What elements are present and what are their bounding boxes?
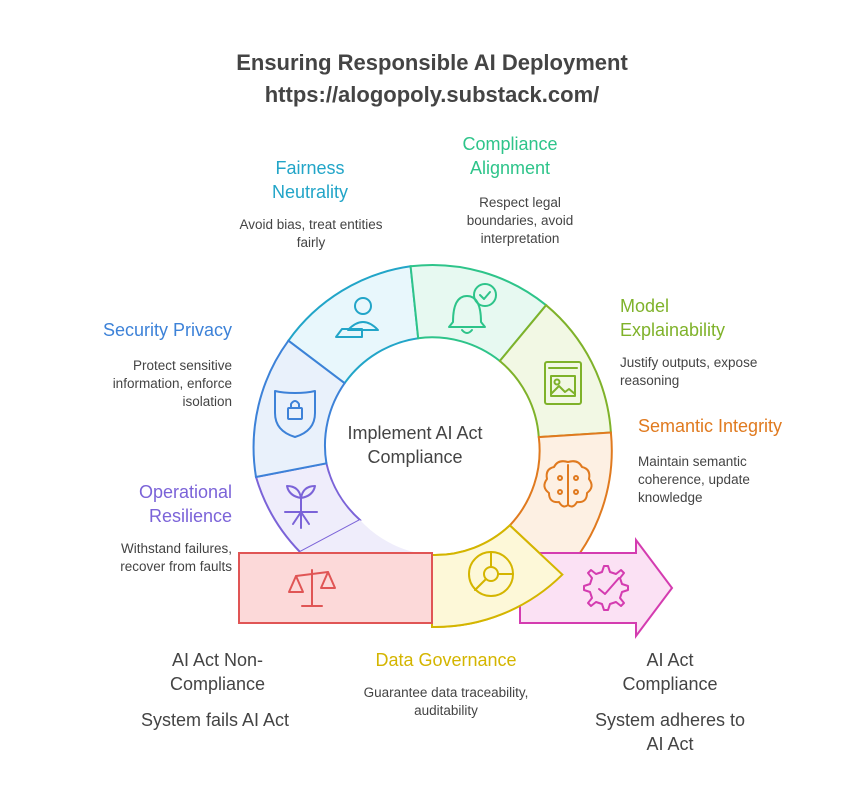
sprout-icon [284,485,318,529]
resilience-title: Operational Resilience [138,482,232,526]
datagov-desc: Guarantee data traceability, auditabilit… [363,685,529,718]
fairness-title: Fairness Neutrality [271,158,349,202]
page-subtitle: https://alogopoly.substack.com/ [264,82,600,107]
compliance-out-title: AI Act Compliance [622,650,718,694]
compliance-arrow [519,537,674,639]
semantic-title: Semantic Integrity [638,416,783,436]
resilience-desc: Withstand failures, recover from faults [120,541,232,574]
brain-circuit-icon [543,460,593,508]
security-desc: Protect sensitive information, enforce i… [112,358,232,409]
explainability-desc: Justify outputs, expose reasoning [620,355,758,388]
noncompliance-desc: System fails AI Act [140,710,290,730]
center-label: Implement AI Act Compliance [347,423,483,467]
pie-chart-icon [468,551,514,597]
user-at-desk-icon [335,297,379,338]
security-title: Security Privacy [102,320,232,340]
noncompliance-title: AI Act Non-Compliance [169,650,266,694]
fairness-desc: Avoid bias, treat entities fairly [239,217,383,250]
shield-lock-icon [274,390,316,438]
compliance-desc: Respect legal boundaries, avoid interpre… [466,195,574,246]
compliance-out-desc: System adheres to AI Act [594,710,746,754]
page-title: Ensuring Responsible AI Deployment [236,50,628,75]
explainability-title: Model Explainability [620,296,726,340]
gear-check-icon [583,565,629,611]
bell-check-icon [448,283,497,334]
semantic-desc: Maintain semantic coherence, update know… [638,454,750,505]
compliance-title: Compliance Alignment [462,134,558,178]
datagov-title: Data Governance [375,650,517,670]
image-document-icon [544,361,582,405]
scales-icon [288,569,336,607]
